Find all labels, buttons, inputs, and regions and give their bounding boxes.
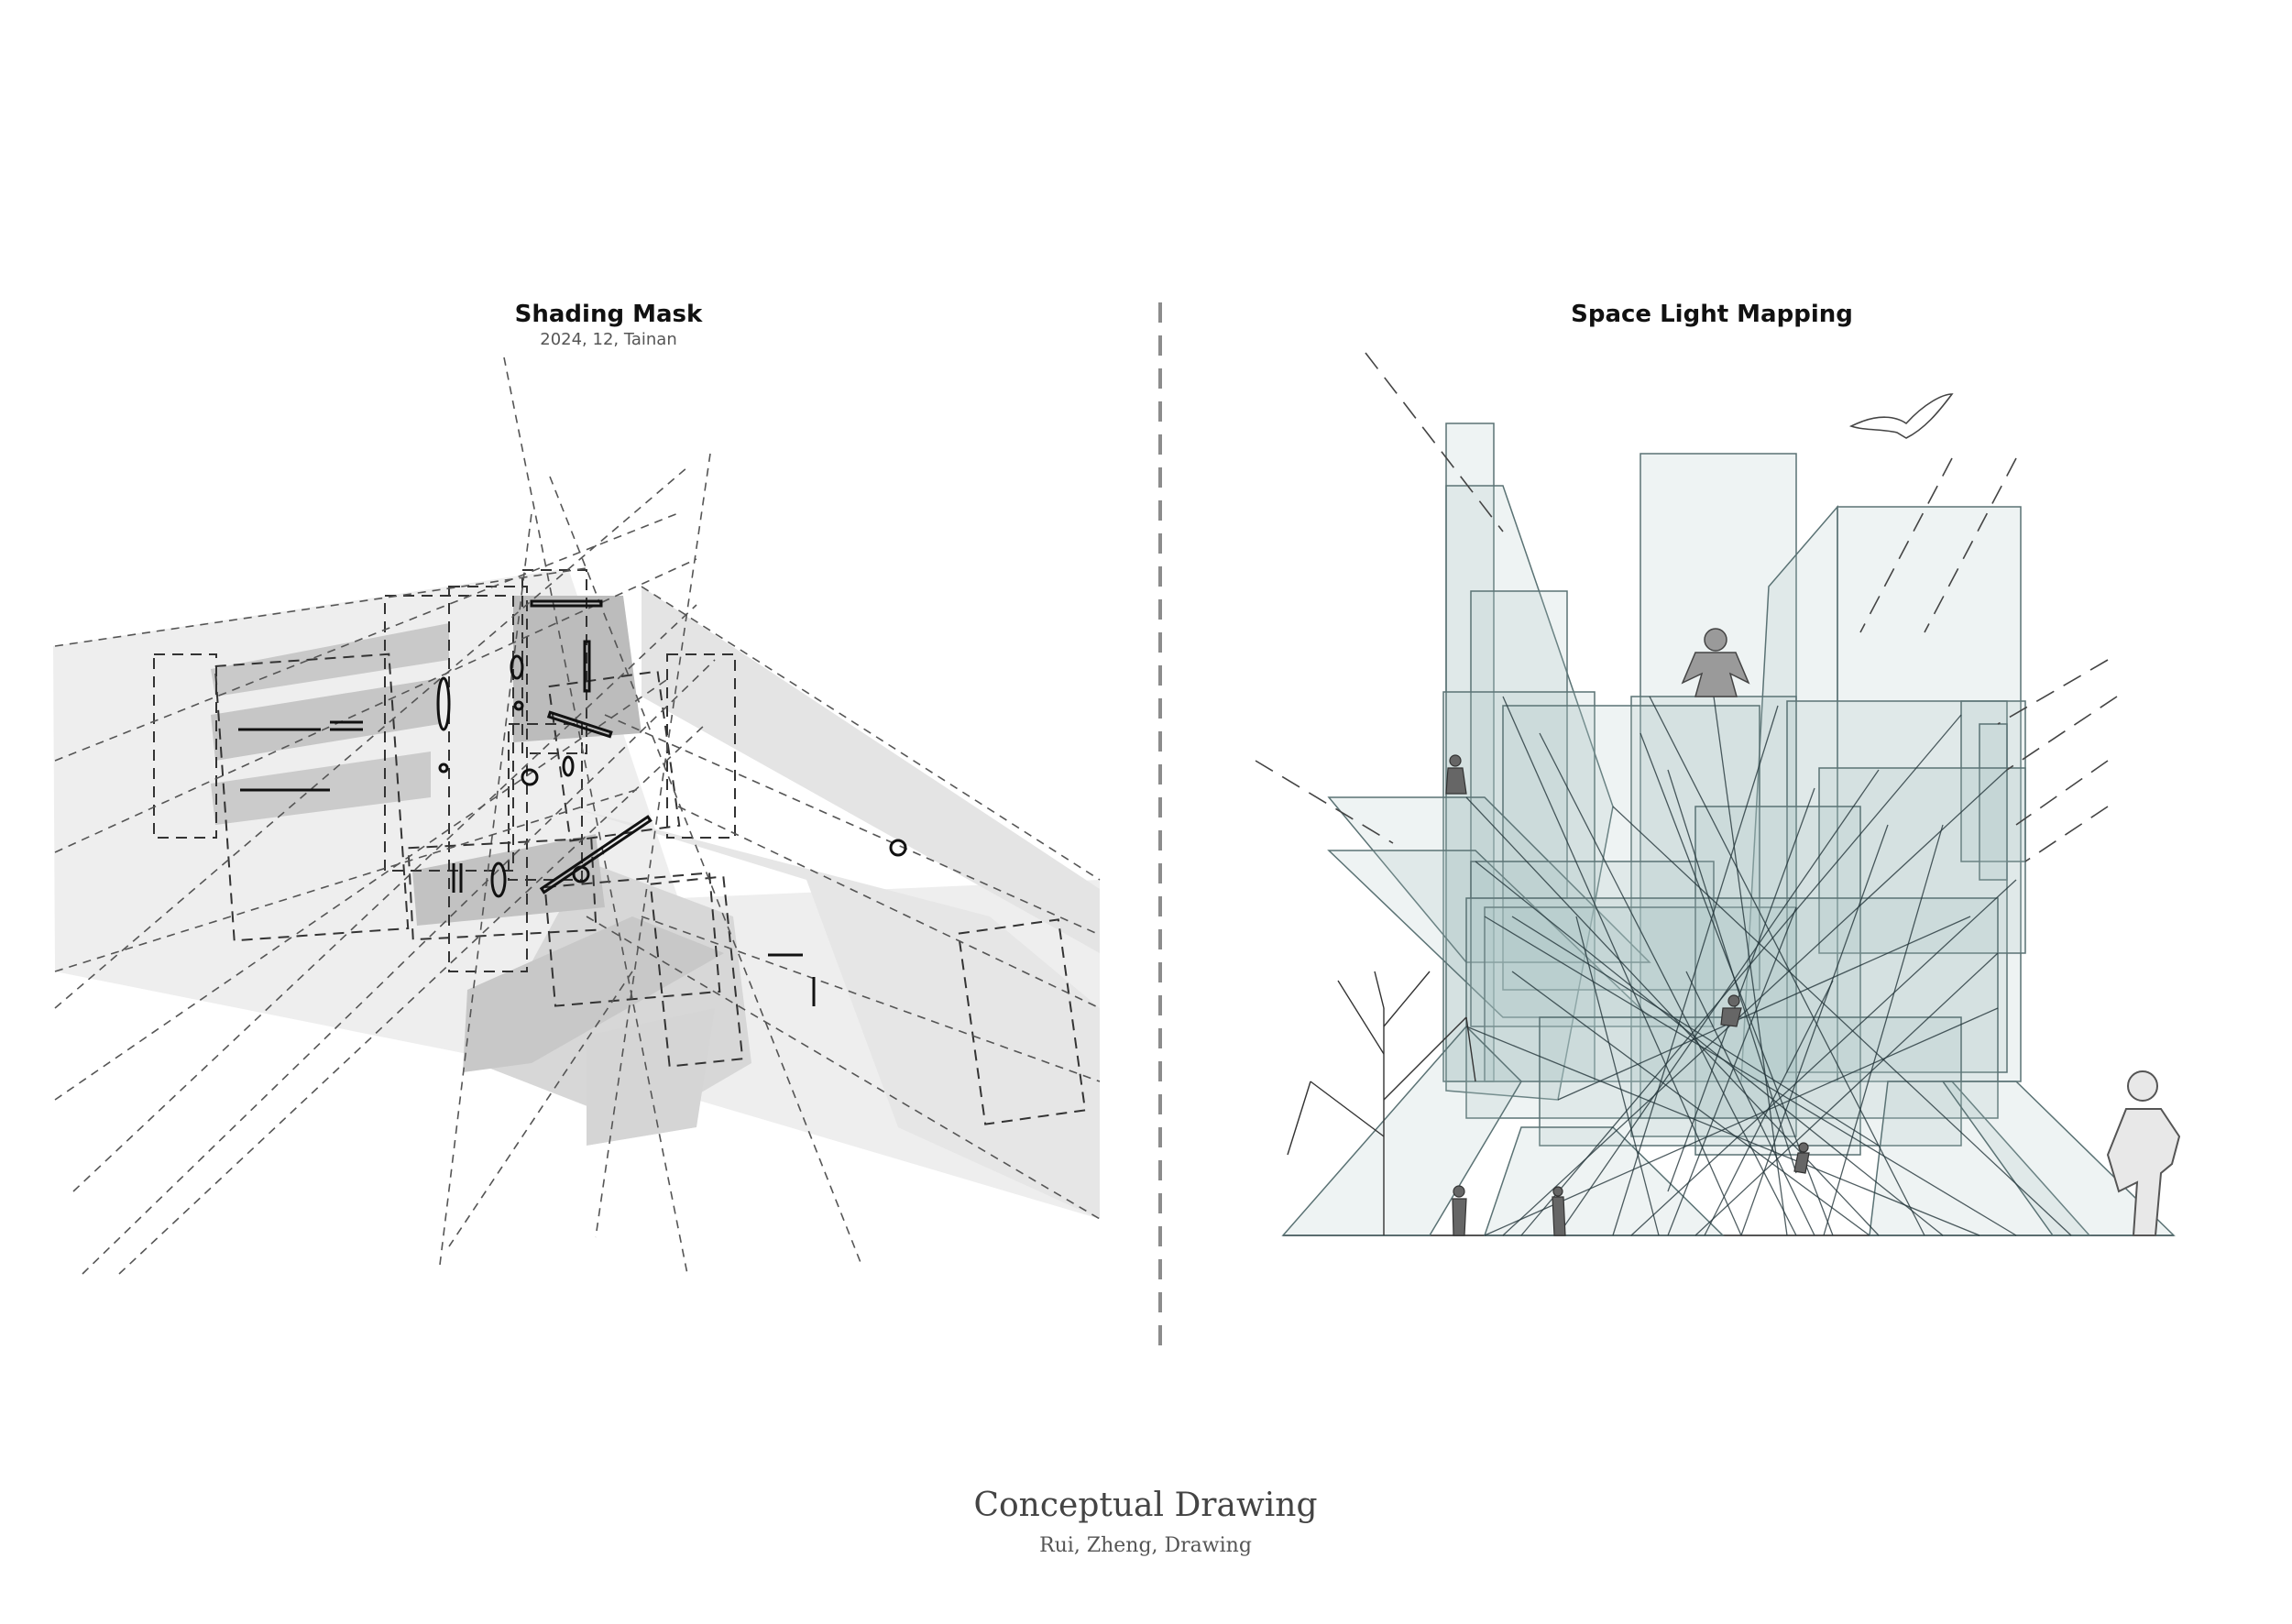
footer-title: Conceptual Drawing xyxy=(973,1487,1318,1524)
shading-mask-title: Shading Mask xyxy=(514,301,703,328)
bird-icon xyxy=(1848,393,1954,439)
meditating-person-icon xyxy=(1681,628,1750,697)
space-light-mapping-title: Space Light Mapping xyxy=(1571,301,1853,328)
shading-mask-subtitle: 2024, 12, Tainan xyxy=(540,330,677,349)
person-icon xyxy=(1445,754,1810,1236)
running-person-icon xyxy=(2106,1070,2181,1236)
footer-credit: Rui, Zheng, Drawing xyxy=(1039,1534,1252,1557)
tree-icon xyxy=(1287,971,1476,1235)
space-light-mapping-drawing xyxy=(1255,352,2181,1236)
shading-mask-drawing xyxy=(53,357,1101,1275)
